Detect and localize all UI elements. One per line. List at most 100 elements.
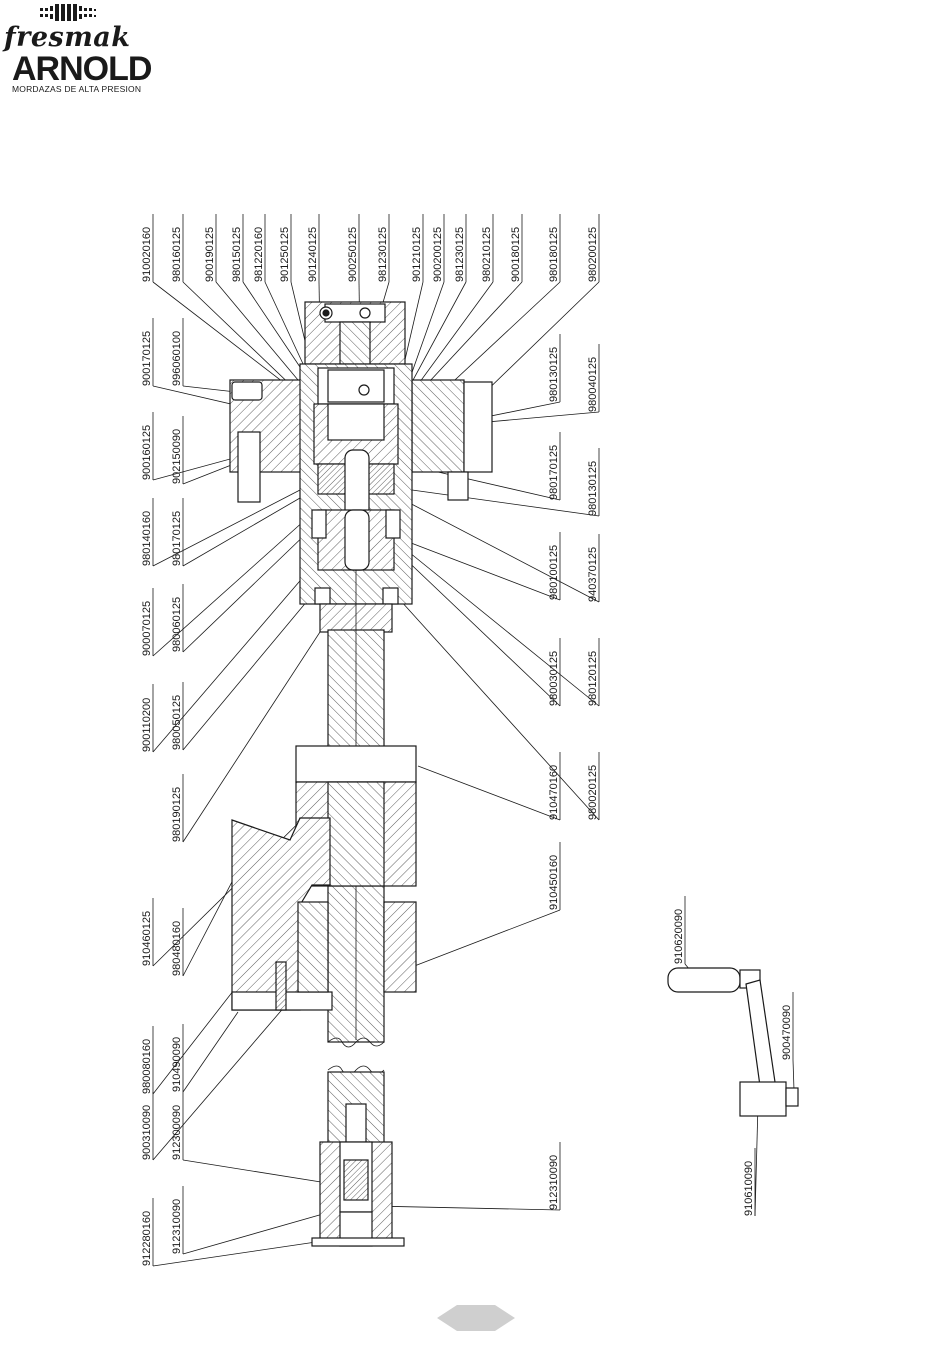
svg-text:980040125: 980040125 xyxy=(587,357,599,412)
svg-text:980150125: 980150125 xyxy=(231,227,243,282)
leader-line xyxy=(411,489,600,517)
leader-line xyxy=(182,385,237,393)
collar xyxy=(295,745,417,783)
leader-line xyxy=(182,497,301,567)
svg-text:912300090: 912300090 xyxy=(171,1105,183,1160)
part-label-top-12: 980210125 xyxy=(481,214,494,282)
svg-text:981220160: 981220160 xyxy=(253,227,265,282)
part-label-rb-0: 980040125 xyxy=(587,344,600,412)
svg-text:980060125: 980060125 xyxy=(171,597,183,652)
part-label-ra-2: 980100125 xyxy=(548,532,561,600)
svg-text:912310090: 912310090 xyxy=(171,1199,183,1254)
svg-text:900070125: 900070125 xyxy=(141,601,153,656)
part-label-ra-0: 980130125 xyxy=(548,334,561,402)
svg-text:900310090: 900310090 xyxy=(141,1105,153,1160)
crank-hub xyxy=(739,1081,787,1117)
part-label-lb-3: 980060125 xyxy=(171,584,184,652)
company-logo: fresmak ARNOLD MORDAZAS DE ALTA PRESION xyxy=(0,0,170,100)
svg-text:901210125: 901210125 xyxy=(411,227,423,282)
part-label-top-2: 900190125 xyxy=(204,214,217,282)
svg-text:912310090: 912310090 xyxy=(548,1155,560,1210)
part-label-top-11: 981230125 xyxy=(454,214,467,282)
page-marker-icon xyxy=(437,1305,515,1331)
leader-line xyxy=(397,537,561,601)
right-flange xyxy=(411,379,465,473)
svg-text:980020125: 980020125 xyxy=(587,765,599,820)
leader-line xyxy=(417,765,561,821)
leader-line xyxy=(182,281,301,395)
part-label-top-13: 900180125 xyxy=(510,214,523,282)
svg-text:980050125: 980050125 xyxy=(171,695,183,750)
svg-text:980200125: 980200125 xyxy=(587,227,599,282)
svg-text:910460125: 910460125 xyxy=(141,911,153,966)
leader-line xyxy=(152,1004,287,1161)
part-label-la-0: 900170125 xyxy=(141,318,154,386)
part-label-top-5: 901250125 xyxy=(279,214,292,282)
leader-line xyxy=(397,551,561,707)
svg-text:910450160: 910450160 xyxy=(548,855,560,910)
part-label-lb-9: 912310090 xyxy=(171,1186,184,1254)
leader-line xyxy=(182,527,313,653)
leader-line xyxy=(215,281,299,381)
svg-text:912280160: 912280160 xyxy=(141,1211,153,1266)
svg-text:980100125: 980100125 xyxy=(548,545,560,600)
svg-text:981230125: 981230125 xyxy=(454,227,466,282)
part-label-la-2: 980140160 xyxy=(141,498,154,566)
leader-line xyxy=(152,574,306,753)
svg-text:980030125: 980030125 xyxy=(548,651,560,706)
part-label-rb-4: 980020125 xyxy=(587,752,600,820)
svg-text:980180125: 980180125 xyxy=(548,227,560,282)
leader-line xyxy=(792,1059,795,1091)
part-label-rb-2: 940370125 xyxy=(587,534,600,602)
leader-line xyxy=(182,877,235,977)
svg-text:900170125: 900170125 xyxy=(141,331,153,386)
part-label-top-4: 981220160 xyxy=(253,214,266,282)
part-label-top-10: 900200125 xyxy=(432,214,445,282)
leader-line xyxy=(152,281,297,393)
part-label-top-0: 910020160 xyxy=(141,214,154,282)
leader-line xyxy=(182,1207,345,1255)
leader-line xyxy=(371,1205,561,1211)
svg-text:910620090: 910620090 xyxy=(673,909,685,964)
part-label-lb-4: 980050125 xyxy=(171,682,184,750)
svg-text:902150090: 902150090 xyxy=(171,429,183,484)
svg-text:980120125: 980120125 xyxy=(587,651,599,706)
leader-line xyxy=(409,281,445,379)
crank-handle xyxy=(667,967,799,1117)
leader-line xyxy=(182,575,329,751)
svg-text:900190125: 900190125 xyxy=(204,227,216,282)
crank-arm xyxy=(745,979,776,1087)
leader-line xyxy=(403,909,561,971)
svg-text:980140160: 980140160 xyxy=(141,511,153,566)
clamp-screw xyxy=(231,381,263,401)
svg-text:900470090: 900470090 xyxy=(781,1005,793,1060)
svg-text:980130125: 980130125 xyxy=(587,461,599,516)
svg-text:980480160: 980480160 xyxy=(171,921,183,976)
svg-text:940370125: 940370125 xyxy=(587,547,599,602)
svg-text:980210125: 980210125 xyxy=(481,227,493,282)
svg-text:980170125: 980170125 xyxy=(171,511,183,566)
part-label-la-1: 900160125 xyxy=(141,412,154,480)
leader-line xyxy=(242,281,303,371)
part-label-h-1: 900470090 xyxy=(781,992,794,1060)
brand-secondary: ARNOLD xyxy=(12,50,152,88)
leader-line xyxy=(754,1103,759,1217)
svg-text:980080160: 980080160 xyxy=(141,1039,153,1094)
svg-text:910490090: 910490090 xyxy=(171,1037,183,1092)
part-label-lb-6: 980480160 xyxy=(171,908,184,976)
part-label-la-5: 910460125 xyxy=(141,898,154,966)
handle-grip xyxy=(667,967,741,993)
leader-line xyxy=(152,489,301,567)
part-label-top-9: 901210125 xyxy=(411,214,424,282)
svg-text:996060100: 996060100 xyxy=(171,331,183,386)
part-label-top-1: 980160125 xyxy=(171,214,184,282)
part-label-lb-2: 980170125 xyxy=(171,498,184,566)
leader-line xyxy=(182,1159,347,1187)
part-label-ra-3: 980030125 xyxy=(548,638,561,706)
part-label-top-8: 981230125 xyxy=(377,214,390,282)
svg-text:901240125: 901240125 xyxy=(307,227,319,282)
svg-text:901250125: 901250125 xyxy=(279,227,291,282)
svg-text:910470160: 910470160 xyxy=(548,765,560,820)
leader-line xyxy=(399,497,600,603)
